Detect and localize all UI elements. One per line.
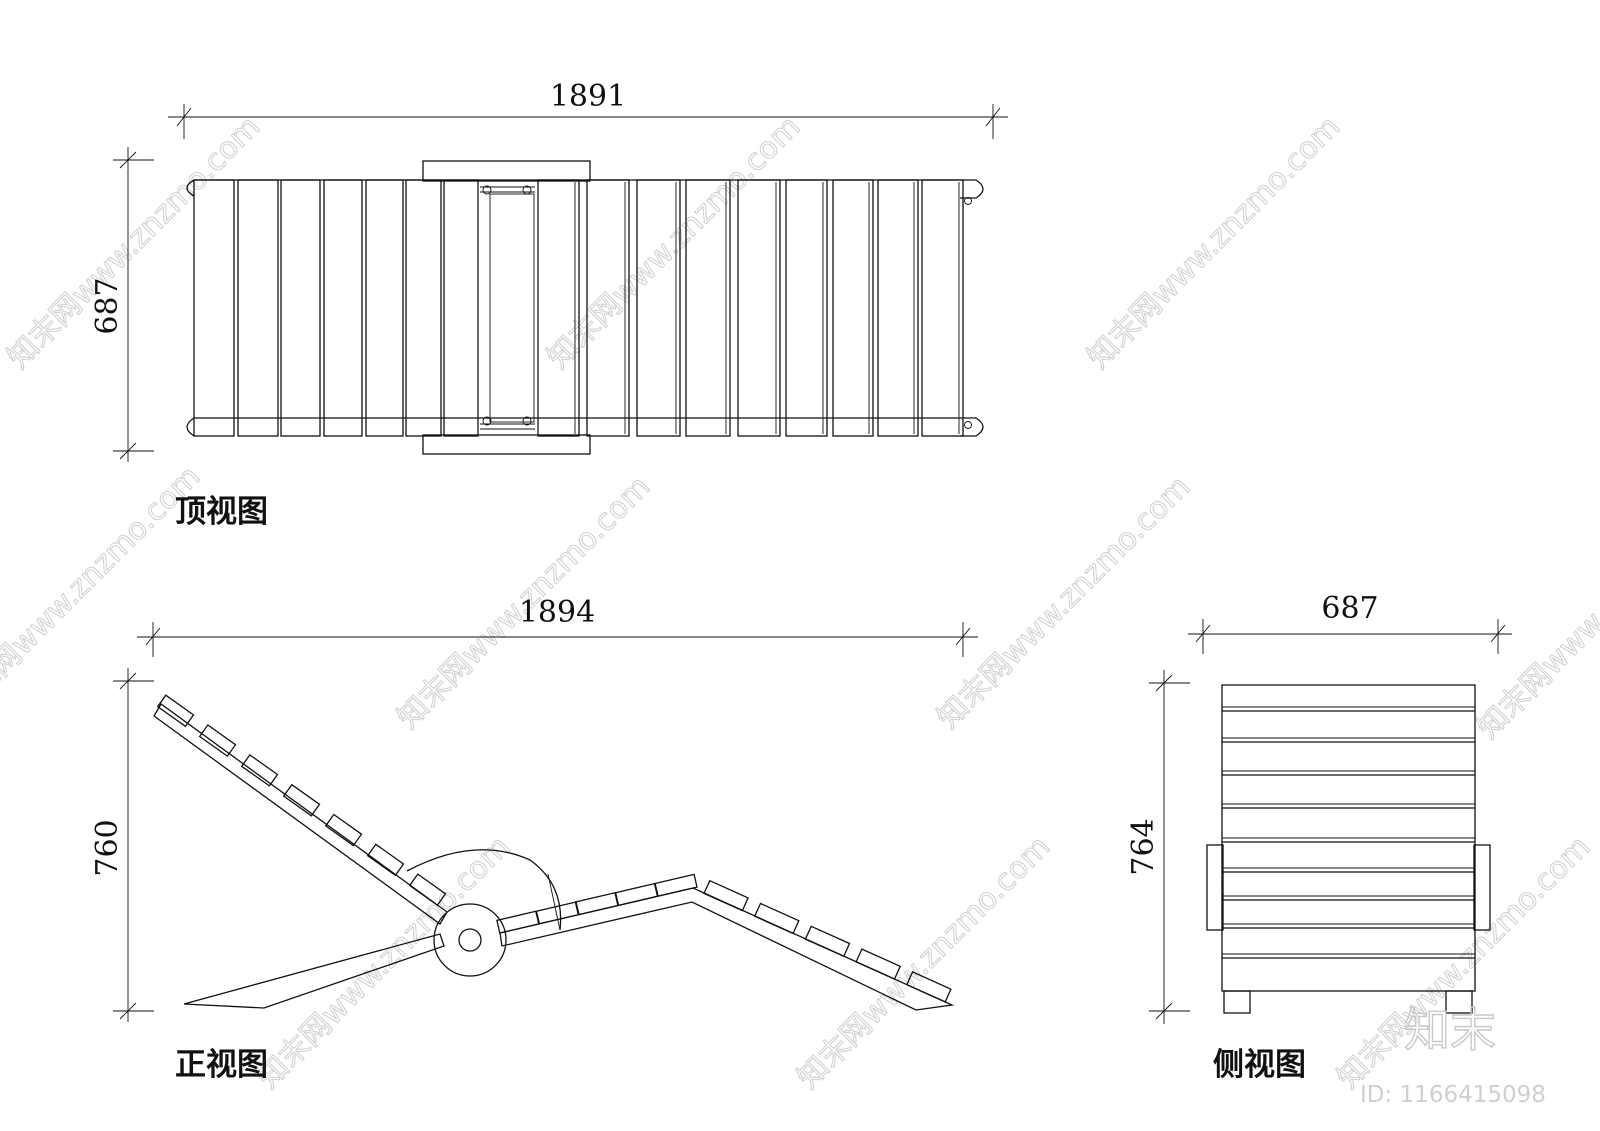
watermark-text: 知末网www.znzmo.com (251, 829, 517, 1095)
top-slat (877, 179, 919, 437)
front-footrest-slat (703, 879, 749, 912)
top-view-label: 顶视图 (175, 494, 268, 530)
brand-logo-text: 知末 (1404, 1003, 1496, 1057)
top-slat (921, 179, 964, 437)
front-backrest-slat (366, 843, 405, 877)
front-view-height-dimension: 760 (90, 668, 154, 1022)
front-seat-slat (614, 882, 659, 907)
watermark-text: 知末网www.znzmo.com (1471, 479, 1600, 745)
front-view-width-value: 1894 (519, 595, 595, 630)
front-backrest-slat (198, 724, 237, 758)
watermark-text: 知末网www.znzmo.com (791, 829, 1057, 1095)
watermark-text: 知末网www.znzmo.com (541, 109, 807, 375)
side-view-slats (1222, 706, 1475, 959)
side-view-height-dimension: 764 (1126, 670, 1190, 1024)
top-slat (323, 179, 363, 437)
image-id: ID: 1166415098 (1360, 1082, 1546, 1108)
top-slat (586, 179, 630, 437)
top-slat (405, 179, 442, 437)
top-slat (280, 179, 321, 437)
front-footrest-slat (905, 971, 952, 1003)
top-slat (685, 179, 731, 437)
front-backrest-slat (324, 813, 363, 847)
top-slat (785, 179, 828, 437)
top-hinge-frame (489, 193, 535, 423)
front-seat-slat (496, 910, 540, 934)
front-seat-slat (535, 901, 580, 925)
top-view-height-dimension: 687 (90, 147, 154, 462)
side-view: 687 764 侧视图 (1126, 591, 1512, 1083)
watermark-text: 知末网www.znzmo.com (1, 109, 267, 375)
front-backrest-slat (156, 694, 195, 728)
front-backrest-slat (240, 753, 279, 787)
top-slat (193, 179, 235, 437)
front-footrest-slat (753, 902, 800, 935)
front-view-label: 正视图 (175, 1047, 268, 1083)
front-backrest-slat (282, 783, 321, 817)
top-view: 1891 687 顶视图 (90, 79, 1008, 530)
watermark-text: 知末网www.znzmo.com (931, 469, 1197, 735)
top-view-width-dimension: 1891 (168, 79, 1008, 139)
front-seat-slat (654, 873, 698, 897)
side-view-height-value: 764 (1126, 818, 1161, 875)
top-slat (365, 179, 404, 437)
top-view-width-value: 1891 (550, 79, 626, 114)
front-backrest-slat (408, 873, 447, 907)
side-view-label: 侧视图 (1213, 1047, 1306, 1083)
top-slat (237, 179, 279, 437)
front-footrest-slat (804, 925, 851, 958)
top-slat (443, 179, 479, 437)
top-slat (737, 179, 781, 437)
front-view-height-value: 760 (90, 819, 125, 876)
side-view-width-value: 687 (1321, 591, 1378, 626)
top-slat (537, 179, 580, 437)
front-view-width-dimension: 1894 (137, 595, 978, 657)
front-view: 1894 760 正视图 (90, 595, 978, 1083)
top-view-height-value: 687 (90, 277, 125, 334)
front-seat-slat (575, 892, 619, 916)
top-slat (832, 179, 874, 437)
brand-watermark: 知末 ID: 1166415098 (1360, 1002, 1546, 1108)
top-view-slats (193, 179, 964, 437)
top-slat (636, 179, 681, 437)
watermark-text: 知末网www.znzmo.com (1081, 109, 1347, 375)
front-view-slats (156, 694, 952, 1003)
front-footrest-slat (855, 948, 902, 980)
side-view-width-dimension: 687 (1188, 591, 1512, 654)
